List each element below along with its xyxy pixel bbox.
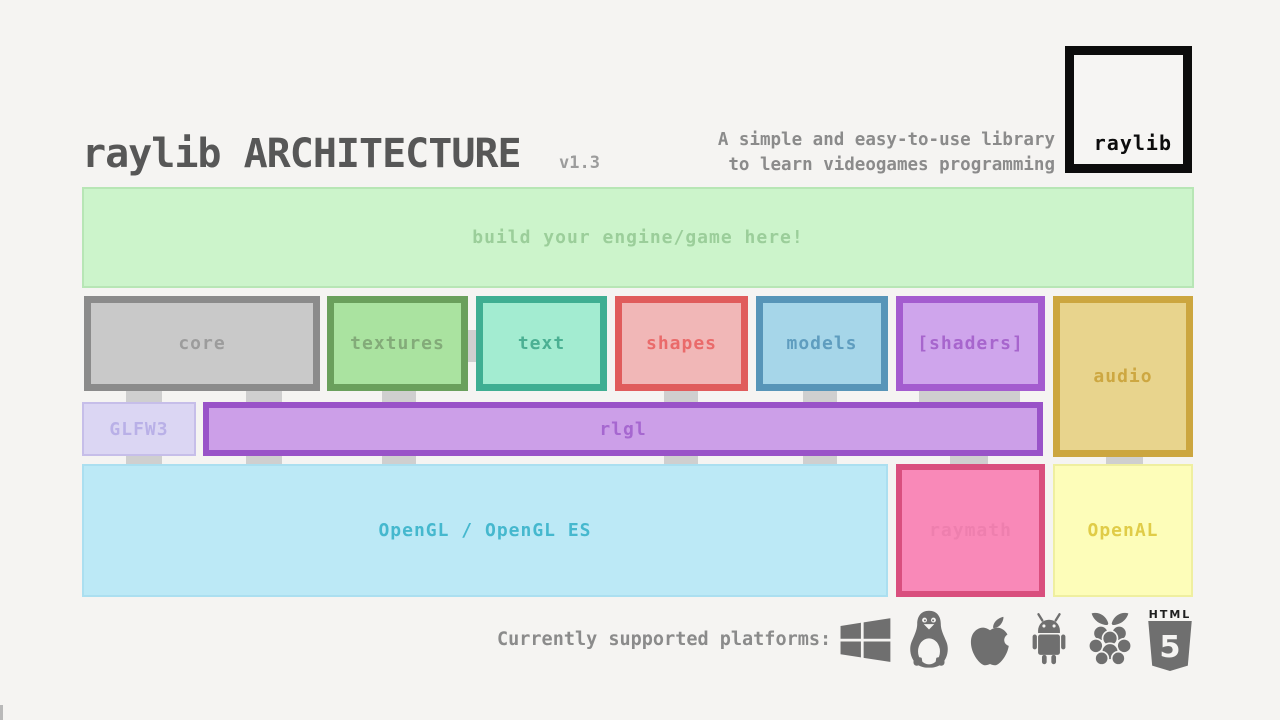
connector-shaders-rlgl: [919, 388, 1020, 406]
tagline-line1: A simple and easy-to-use library: [717, 130, 1055, 150]
apple-icon: [964, 611, 1016, 669]
version-label: v1.3: [559, 153, 600, 173]
html5-icon: HTML 5: [1146, 609, 1194, 671]
connector-textures-rlgl: [382, 388, 416, 406]
module-shaders: [shaders]: [896, 296, 1045, 391]
page-title: raylib ARCHITECTURE: [82, 131, 522, 177]
module-shapes: shapes: [615, 296, 748, 391]
layer-raymath: raymath: [896, 464, 1045, 597]
platform-icons: HTML 5: [836, 604, 1194, 676]
layer-rlgl: rlgl: [203, 402, 1043, 456]
raylib-logo: raylib: [1065, 46, 1192, 173]
layer-glfw3: GLFW3: [82, 402, 196, 456]
raspberry-pi-icon: [1083, 610, 1137, 670]
html5-icon-word: HTML: [1148, 608, 1192, 621]
connector-core-rlgl: [246, 388, 282, 406]
module-textures: textures: [327, 296, 468, 391]
tagline-line2: to learn videogames programming: [728, 155, 1055, 175]
raylib-logo-label: raylib: [1093, 131, 1172, 155]
module-text: text: [476, 296, 607, 391]
screen-edge-artifact: [0, 705, 3, 720]
connector-models-rlgl: [803, 388, 837, 406]
tagline: A simple and easy-to-use library to lear…: [718, 128, 1055, 178]
android-icon: [1024, 610, 1074, 670]
module-core: core: [84, 296, 320, 391]
module-models: models: [756, 296, 888, 391]
connector-core-glfw3: [126, 388, 162, 406]
module-audio: audio: [1053, 296, 1193, 457]
build-area-box: build your engine/game here!: [82, 187, 1194, 288]
layer-openal: OpenAL: [1053, 464, 1193, 597]
windows-icon: [836, 611, 894, 669]
supported-platforms-label: Currently supported platforms:: [497, 629, 832, 650]
html5-icon-number: 5: [1159, 630, 1180, 665]
layer-opengl: OpenGL / OpenGL ES: [82, 464, 888, 597]
connector-shapes-rlgl: [664, 388, 698, 406]
linux-tux-icon: [903, 609, 955, 671]
